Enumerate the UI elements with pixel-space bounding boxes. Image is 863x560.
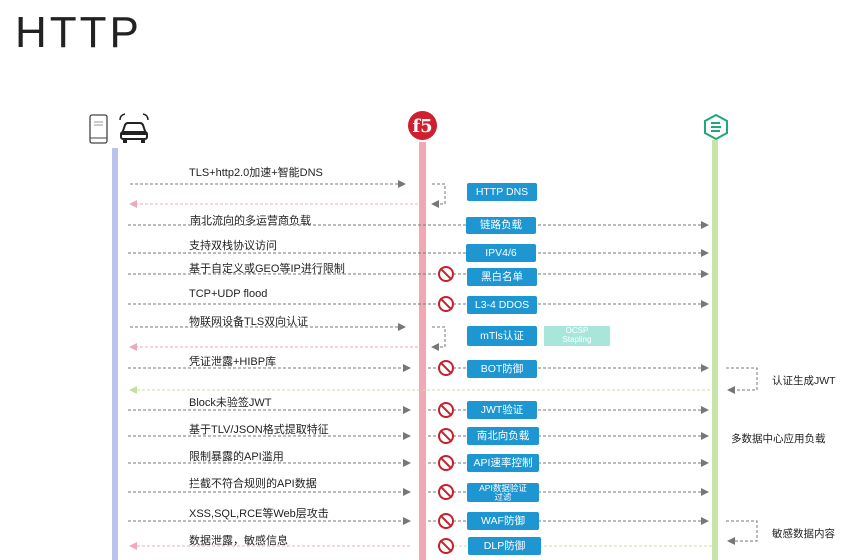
feature-box: mTls认证 [467, 326, 537, 346]
feature-box: IPV4/6 [466, 244, 536, 262]
feature-box: API数据验证过滤 [467, 483, 539, 502]
feature-box-label: API速率控制 [473, 456, 533, 469]
feature-box-label: 黑白名单 [481, 270, 523, 283]
f5-lifeline [419, 142, 426, 560]
feature-box: JWT验证 [467, 401, 537, 419]
self-loop [431, 183, 446, 208]
connected-car-icon [119, 113, 149, 143]
flow-label: 南北流向的多运营商负载 [190, 215, 311, 227]
feature-box-label: 南北向负载 [476, 429, 530, 442]
flow-label: 凭证泄露+HIBP库 [189, 356, 277, 368]
server-self-loop [726, 520, 758, 545]
flow-label: Block未验签JWT [189, 397, 272, 409]
flow-label: 基于自定义或GEO等IP进行限制 [189, 263, 345, 275]
block-icon [438, 296, 454, 312]
feature-box-label: WAF防御 [481, 514, 525, 527]
flow-label: 数据泄露，敏感信息 [189, 535, 288, 547]
feature-box-label: mTls认证 [480, 329, 524, 342]
f5-logo-icon: f5 [408, 111, 437, 140]
note-sensitive: 敏感数据内容 [772, 528, 835, 540]
note-jwt: 认证生成JWT [772, 375, 836, 387]
flow-label: 物联网设备TLS双向认证 [189, 316, 309, 328]
feature-box: BOT防御 [467, 360, 537, 378]
block-icon [438, 266, 454, 282]
server-lifeline [712, 140, 718, 560]
feature-box-label: BOT防御 [480, 362, 524, 375]
feature-box-label: JWT验证 [480, 403, 524, 416]
feature-box: L3-4 DDOS [467, 296, 537, 314]
block-icon [438, 428, 454, 444]
block-icon [438, 360, 454, 376]
server-hexagon-icon [704, 114, 728, 140]
feature-box: HTTP DNS [467, 183, 537, 201]
block-icon [438, 455, 454, 471]
feature-box-label: HTTP DNS [475, 185, 529, 198]
page-title: HTTP [15, 8, 142, 57]
flow-label: 基于TLV/JSON格式提取特征 [189, 424, 329, 436]
flow-label: TCP+UDP flood [189, 288, 268, 300]
note-multi-dc: 多数据中心应用负载 [731, 433, 826, 445]
feature-box: WAF防御 [467, 512, 539, 530]
feature-box-label: L3-4 DDOS [474, 298, 530, 311]
block-icon [438, 484, 454, 500]
feature-box-label: API数据验证 [479, 483, 527, 493]
flow-label: TLS+http2.0加速+智能DNS [189, 167, 323, 179]
feature-box-label: DLP防御 [483, 539, 526, 552]
feature-box-label: IPV4/6 [485, 246, 517, 259]
feature-box-label: 过滤 [494, 491, 512, 502]
feature-box: API速率控制 [467, 454, 539, 472]
self-loop [431, 326, 446, 351]
flow-label: XSS,SQL,RCE等Web层攻击 [189, 508, 329, 520]
block-icon [438, 538, 454, 554]
feature-box: DLP防御 [468, 537, 541, 555]
feature-box: 南北向负载 [467, 427, 539, 445]
flow-label: 支持双栈协议访问 [189, 240, 277, 252]
block-icon [438, 402, 454, 418]
feature-box: 链路负载 [466, 217, 536, 234]
svg-text:f5: f5 [412, 116, 432, 137]
client-lifeline [112, 148, 118, 560]
feature-box-label: 链路负载 [480, 219, 522, 232]
feature-box: 黑白名单 [467, 268, 537, 286]
server-self-loop [726, 367, 758, 394]
flow-label: 拦截不符合规则的API数据 [189, 478, 317, 490]
phone-icon [89, 114, 108, 144]
block-icon [438, 513, 454, 529]
flow-label: 限制暴露的API滥用 [189, 451, 284, 463]
